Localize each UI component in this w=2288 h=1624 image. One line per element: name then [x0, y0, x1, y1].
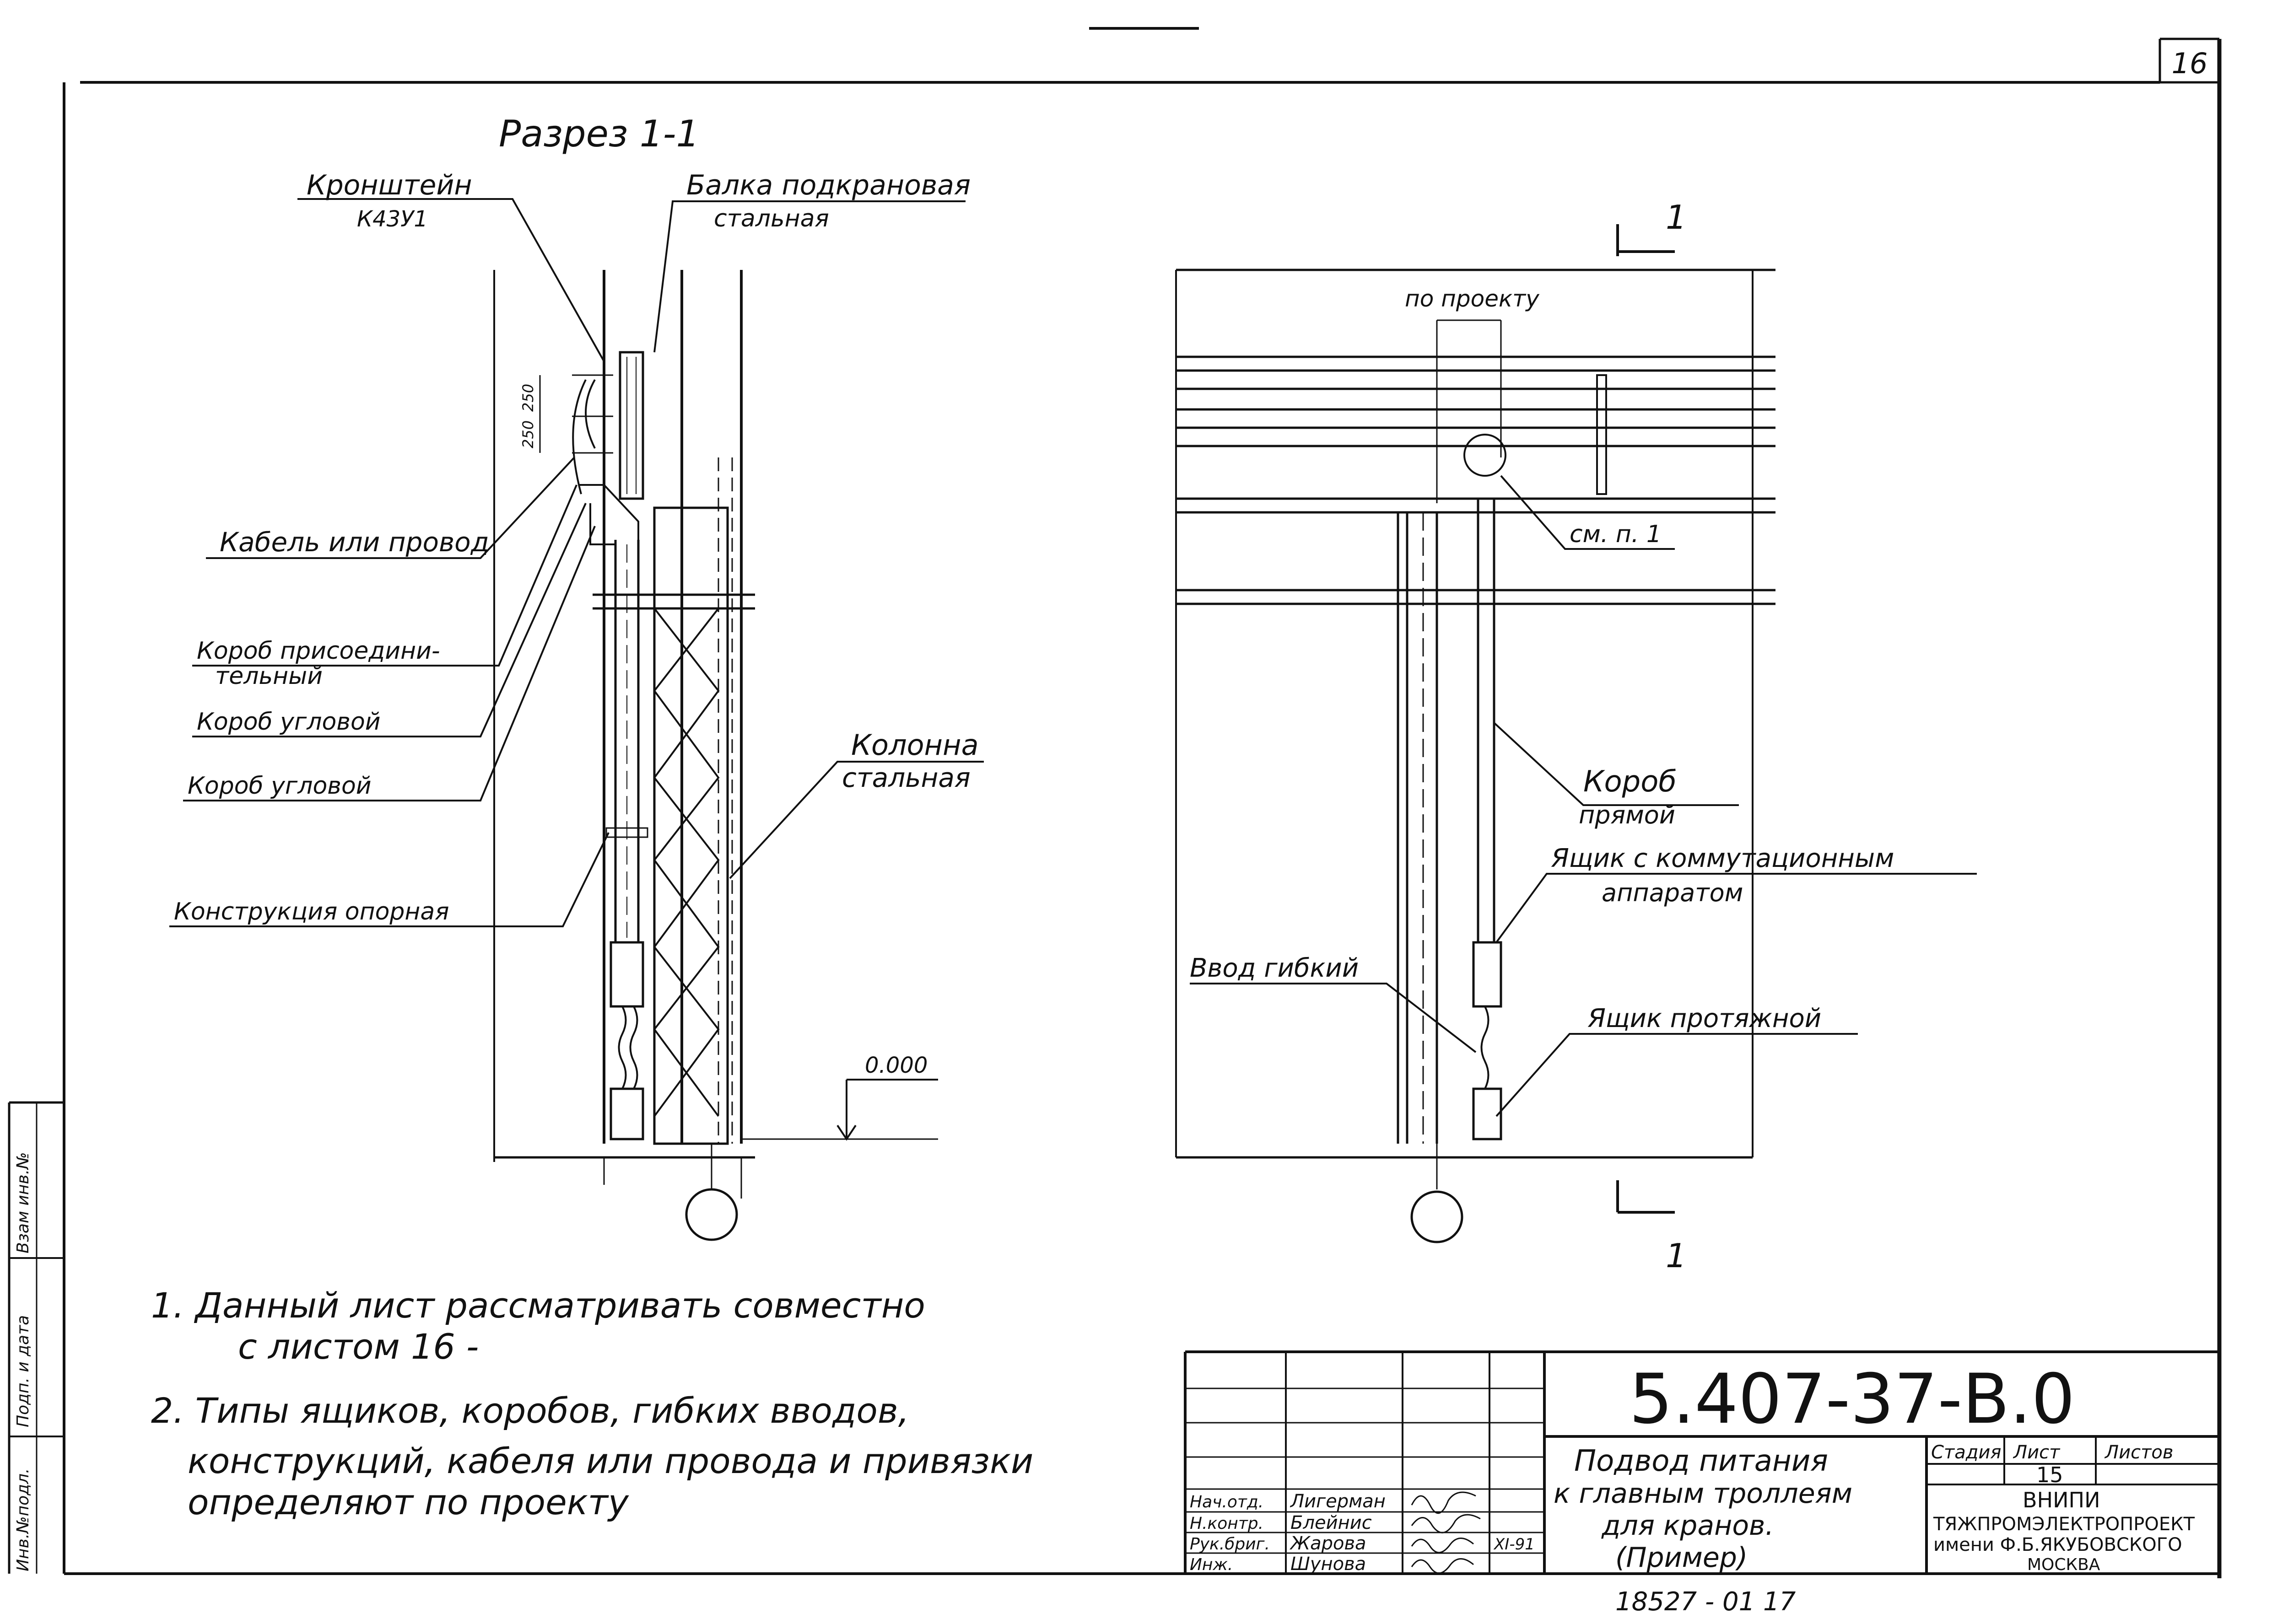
label-box-connect-2: тельный	[215, 662, 323, 690]
sheet-frame	[63, 27, 2222, 1578]
label-column-1: Колонна	[851, 728, 979, 762]
org-line-1: ВНИПИ	[2023, 1488, 2100, 1512]
section-mark-top	[1616, 224, 1675, 256]
level-label: 0.000	[865, 1053, 928, 1078]
org-line-4: МОСКВА	[2027, 1555, 2100, 1574]
label-box-straight-2: прямой	[1579, 801, 1675, 829]
stage-header: Стадия	[1931, 1442, 2001, 1463]
note-1-line-1: 1. Данный лист рассматривать совместно	[151, 1285, 925, 1326]
title-block-staff: Нач.отд. Лигерман Н.контр. Блейнис Рук.б…	[1190, 1491, 1535, 1575]
label-support: Конструкция опорная	[174, 898, 449, 925]
label-pull-box: Ящик протяжной	[1587, 1004, 1821, 1033]
signature-2	[1411, 1514, 1481, 1533]
section-mark-bottom	[1616, 1180, 1675, 1214]
label-box-straight-1: Короб	[1583, 765, 1677, 799]
desc-line-4: (Пример)	[1615, 1542, 1748, 1574]
note-1-line-2: с листом 16 -	[238, 1326, 479, 1367]
title-block-grid	[1184, 1350, 2219, 1574]
front-leaders	[1190, 475, 1977, 1117]
sheet-value: 15	[2036, 1463, 2063, 1487]
strip-field-signature: Подп. и дата	[14, 1315, 32, 1427]
title-block-description: Подвод питания к главным троллеям для кр…	[1554, 1444, 1852, 1574]
note-2-line-3: определяют по проекту	[188, 1482, 629, 1522]
sheet-top-number: 16	[2172, 47, 2208, 80]
strip-field-inventory: Инв.№подл.	[14, 1468, 32, 1571]
label-flex-input: Ввод гибкий	[1190, 953, 1359, 983]
label-bracket-code: К43У1	[357, 206, 428, 232]
staff-role-1: Нач.отд.	[1190, 1493, 1263, 1511]
label-column-2: стальная	[842, 762, 971, 793]
label-crane-beam-1: Балка подкрановая	[686, 169, 971, 201]
label-bracket: Кронштейн	[307, 169, 472, 201]
label-switch-box-1: Ящик с коммутационным	[1551, 844, 1894, 873]
staff-role-4: Инж.	[1190, 1555, 1233, 1574]
signature-1	[1411, 1491, 1476, 1514]
org-line-3: имени Ф.Б.ЯКУБОВСКОГО	[1933, 1534, 2182, 1555]
dim-label-2: 250	[519, 420, 537, 448]
front-structure	[1175, 269, 1775, 1243]
desc-line-1: Подвод питания	[1574, 1444, 1828, 1478]
dim-label-1: 250	[519, 384, 537, 412]
strip-field-replace: Взам инв.№	[14, 1152, 32, 1253]
section-leaders	[169, 198, 984, 927]
sheet-header: Лист	[2013, 1442, 2061, 1463]
section-mark-top-label: 1	[1666, 198, 1687, 237]
drawing-code: 5.407-37-В.0	[1629, 1360, 2075, 1439]
note-2-line-1: 2. Типы ящиков, коробов, гибких вводов,	[151, 1390, 909, 1431]
sheets-header: Листов	[2104, 1442, 2173, 1463]
title-block-sheet-info: Стадия Лист Листов 15 ВНИПИ ТЯЖПРОМЭЛЕКТ…	[1931, 1442, 2195, 1574]
label-crane-beam-2: стальная	[714, 205, 829, 232]
label-switch-box-2: аппаратом	[1602, 878, 1743, 907]
label-box-corner-1: Короб угловой	[197, 708, 381, 736]
staff-name-3: Жарова	[1289, 1533, 1366, 1554]
bottom-inventory-number: 18527 - 01 17	[1615, 1587, 1796, 1617]
desc-line-2: к главным троллеям	[1554, 1478, 1852, 1510]
staff-role-2: Н.контр.	[1190, 1514, 1263, 1533]
label-cable: Кабель или провод	[220, 527, 489, 558]
notes: 1. Данный лист рассматривать совместно с…	[151, 1285, 1033, 1522]
signature-3	[1411, 1538, 1474, 1554]
staff-name-2: Блейнис	[1290, 1512, 1372, 1533]
staff-name-4: Шунова	[1290, 1554, 1366, 1575]
section-title: Разрез 1-1	[499, 113, 699, 155]
label-box-connect-1: Короб присоедини-	[197, 637, 440, 665]
staff-name-1: Лигерман	[1290, 1491, 1386, 1512]
desc-line-3: для кранов.	[1601, 1510, 1774, 1542]
section-mark-bottom-label: 1	[1666, 1237, 1687, 1275]
staff-role-3: Рук.бриг.	[1190, 1535, 1270, 1554]
label-box-corner-2: Короб угловой	[188, 772, 372, 800]
label-see-note: см. п. 1	[1570, 521, 1662, 548]
note-2-line-2: конструкций, кабеля или провода и привяз…	[188, 1441, 1033, 1481]
label-by-project: по проекту	[1405, 285, 1540, 312]
level-mark	[741, 1079, 938, 1141]
section-structure	[493, 270, 755, 1241]
signature-4	[1411, 1558, 1474, 1574]
staff-date-3: XI-91	[1493, 1535, 1535, 1554]
org-line-2: ТЯЖПРОМЭЛЕКТРОПРОЕКТ	[1933, 1514, 2195, 1535]
left-strip	[8, 1101, 64, 1574]
